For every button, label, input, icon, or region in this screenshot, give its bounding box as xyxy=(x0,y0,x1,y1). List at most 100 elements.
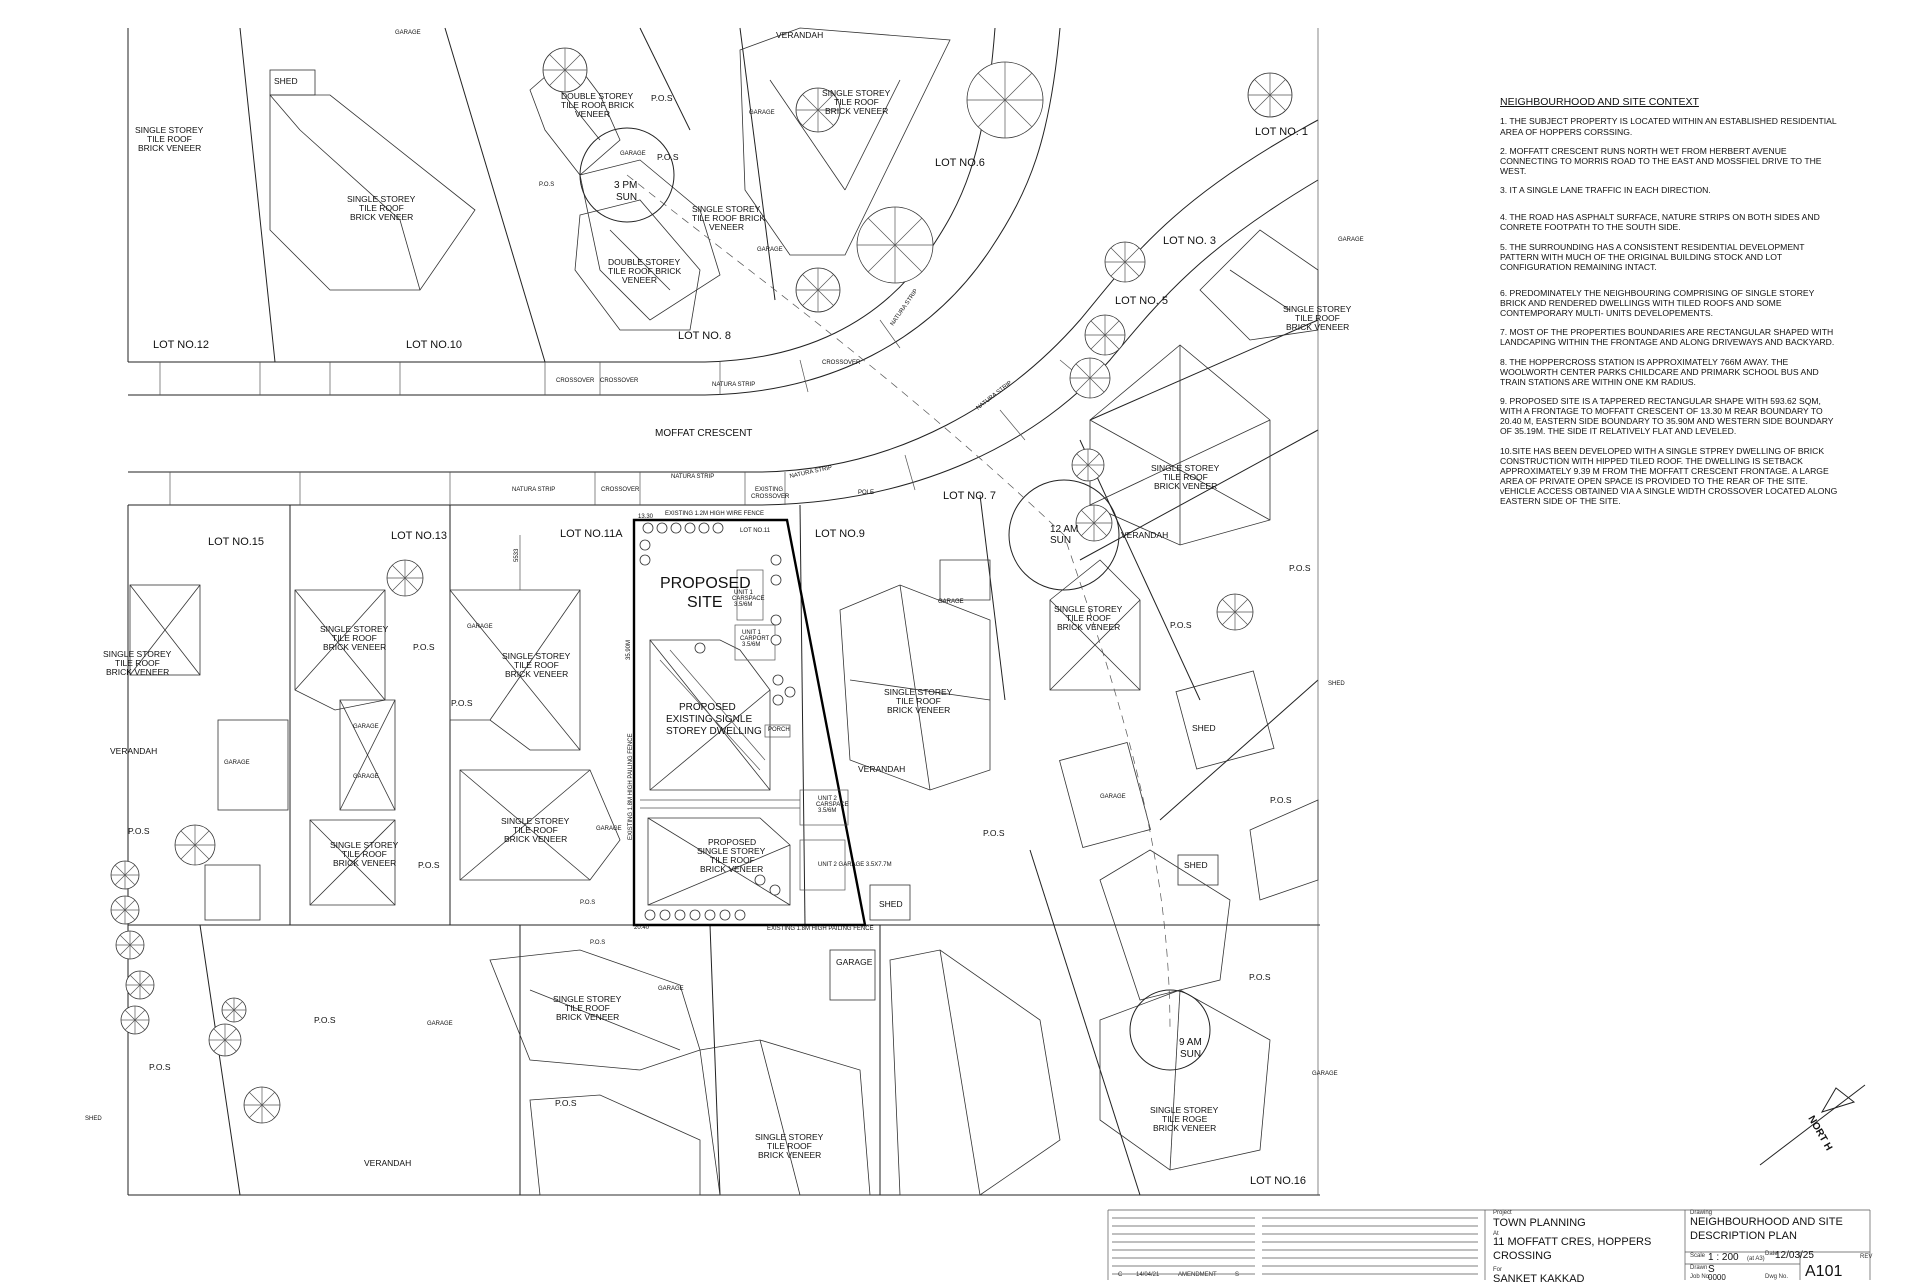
tree-branch xyxy=(549,54,566,71)
tree-branch xyxy=(180,830,196,846)
svg-text:SINGLE STOREY: SINGLE STOREY xyxy=(330,840,399,850)
svg-text:TILE ROOF: TILE ROOF xyxy=(767,1141,812,1151)
title-block-frame xyxy=(1107,1209,1871,1280)
garage-label: GARAGE xyxy=(620,151,646,157)
svg-text:UNIT 1: UNIT 1 xyxy=(742,630,762,636)
svg-text:SINGLE STOREY: SINGLE STOREY xyxy=(884,687,953,697)
for-caption: For xyxy=(1493,1267,1502,1273)
garage-label: GARAGE xyxy=(938,599,964,605)
svg-text:SINGLE STOREY: SINGLE STOREY xyxy=(1054,604,1123,614)
tree-branch xyxy=(1089,377,1105,393)
tree-branch xyxy=(129,974,141,986)
tree-branch xyxy=(129,934,141,946)
garage-label: GARAGE xyxy=(757,247,783,253)
shed-label: SHED xyxy=(1184,860,1208,870)
svg-text:SINGLE STOREY: SINGLE STOREY xyxy=(755,1132,824,1142)
tree-branch xyxy=(261,1104,275,1118)
shed-label: SHED xyxy=(879,899,903,909)
svg-text:SINGLE STOREY: SINGLE STOREY xyxy=(135,125,204,135)
svg-text:3.5/6M: 3.5/6M xyxy=(818,808,836,814)
tree-branch xyxy=(124,909,136,921)
tree-branch xyxy=(1004,99,1033,128)
dwg-caption: Dwg No. xyxy=(1765,1274,1789,1280)
context-heading: NEIGHBOURHOOD AND SITE CONTEXT xyxy=(1500,96,1699,108)
svg-text:TILE ROOF: TILE ROOF xyxy=(147,134,192,144)
svg-text:TILE ROOF: TILE ROOF xyxy=(896,696,941,706)
svg-text:SUN: SUN xyxy=(1050,535,1071,546)
sun-path xyxy=(579,127,1211,1071)
tree-branch xyxy=(124,1019,136,1031)
svg-text:TILE ROOF BRICK: TILE ROOF BRICK xyxy=(608,266,682,276)
garage-label: GARAGE xyxy=(658,986,684,992)
lot-10: LOT NO.10 xyxy=(406,339,462,351)
unit2-garage-label: UNIT 2 GARAGE 3.5X7.7M xyxy=(818,862,892,868)
svg-text:TILE ROOF: TILE ROOF xyxy=(513,825,558,835)
tree-branch xyxy=(392,577,406,591)
tree-branch xyxy=(1081,522,1095,536)
drawing-title-2: DESCRIPTION PLAN xyxy=(1690,1230,1797,1242)
pos-label: P.O.S xyxy=(418,860,440,870)
tree-branch xyxy=(1076,453,1089,466)
rear-fence-label: EXISTING 1.8M HIGH PAILING FENCE xyxy=(767,926,874,932)
svg-text:TILE ROOF: TILE ROOF xyxy=(514,660,559,670)
lot-12: LOT NO.12 xyxy=(153,339,209,351)
lot-5: LOT NO. 5 xyxy=(1115,295,1168,307)
tree-branch xyxy=(1234,599,1248,613)
svg-text:BRICK VENEER: BRICK VENEER xyxy=(887,705,950,715)
tree-branch xyxy=(249,1092,263,1106)
tree-branch xyxy=(139,984,151,996)
tree-branch xyxy=(977,99,1006,128)
shrub-symbol xyxy=(770,614,782,626)
pos-label: P.O.S xyxy=(1289,563,1311,573)
job-caption: Job No. xyxy=(1690,1274,1711,1280)
shrub-symbol xyxy=(698,522,710,534)
proposed-unit xyxy=(647,817,791,906)
tree-branch xyxy=(224,1039,237,1052)
shrub-symbol xyxy=(694,642,706,654)
trees xyxy=(110,47,1293,1124)
svg-text:BRICK VENEER: BRICK VENEER xyxy=(350,212,413,222)
shrub-symbol xyxy=(734,909,746,921)
shrub-symbol xyxy=(659,909,671,921)
lot-1: LOT NO. 1 xyxy=(1255,126,1308,138)
tree-branch xyxy=(1090,334,1106,350)
revision-description: AMENDMENT xyxy=(1178,1272,1217,1278)
svg-text:TILE ROOF BRICK: TILE ROOF BRICK xyxy=(692,213,766,223)
garage-label: GARAGE xyxy=(353,774,379,780)
tree-branch xyxy=(114,864,126,876)
sun-12am-circle xyxy=(1008,479,1120,591)
svg-text:SINGLE STOREY: SINGLE STOREY xyxy=(697,846,766,856)
revision-letter: C xyxy=(1118,1272,1123,1278)
date-caption: Date xyxy=(1765,1251,1778,1257)
svg-text:BRICK VENEER: BRICK VENEER xyxy=(333,858,396,868)
shrub-symbol xyxy=(684,522,696,534)
context-notes: NEIGHBOURHOOD AND SITE CONTEXT 1. THE SU… xyxy=(1500,96,1840,515)
tree-branch xyxy=(1110,247,1126,263)
tree-branch xyxy=(392,565,406,579)
tree-branch xyxy=(225,1009,235,1019)
pos-label: P.O.S xyxy=(149,1062,171,1072)
lot-7: LOT NO. 7 xyxy=(943,490,996,502)
tree-branch xyxy=(114,874,126,886)
tree-branch xyxy=(233,1001,243,1011)
verandah-label: VERANDAH xyxy=(858,764,905,774)
garage-label: GARAGE xyxy=(395,30,421,36)
svg-text:BRICK VENEER: BRICK VENEER xyxy=(825,106,888,116)
svg-text:TILE ROOF: TILE ROOF xyxy=(342,849,387,859)
tree-branch xyxy=(1222,599,1236,613)
tree-branch xyxy=(139,974,151,986)
tree-branch xyxy=(119,934,131,946)
